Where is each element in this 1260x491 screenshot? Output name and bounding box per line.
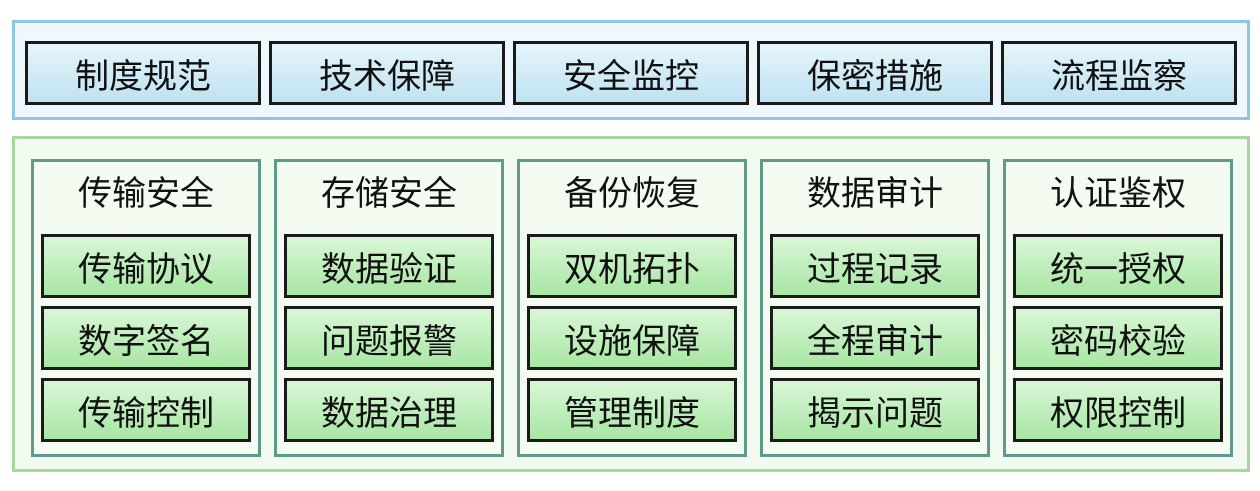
item-box: 传输协议 xyxy=(41,234,251,298)
item-box: 过程记录 xyxy=(770,234,980,298)
column-data-audit: 数据审计 过程记录 全程审计 揭示问题 xyxy=(760,159,990,457)
item-box: 揭示问题 xyxy=(770,378,980,442)
item-box: 权限控制 xyxy=(1013,378,1223,442)
column-authentication: 认证鉴权 统一授权 密码校验 权限控制 xyxy=(1003,159,1233,457)
item-box: 数据验证 xyxy=(284,234,494,298)
top-box-process-inspection: 流程监察 xyxy=(1001,41,1237,105)
item-box: 全程审计 xyxy=(770,306,980,370)
item-box: 数字签名 xyxy=(41,306,251,370)
item-box: 密码校验 xyxy=(1013,306,1223,370)
column-title: 存储安全 xyxy=(321,174,457,214)
item-box: 管理制度 xyxy=(527,378,737,442)
top-box-security-monitoring: 安全监控 xyxy=(513,41,749,105)
item-box: 传输控制 xyxy=(41,378,251,442)
column-title: 认证鉴权 xyxy=(1050,174,1186,214)
item-box: 设施保障 xyxy=(527,306,737,370)
top-band: 制度规范 技术保障 安全监控 保密措施 流程监察 xyxy=(12,20,1250,120)
item-box: 数据治理 xyxy=(284,378,494,442)
item-box: 问题报警 xyxy=(284,306,494,370)
top-box-confidentiality: 保密措施 xyxy=(757,41,993,105)
column-title: 数据审计 xyxy=(807,174,943,214)
item-box: 统一授权 xyxy=(1013,234,1223,298)
column-backup-recovery: 备份恢复 双机拓扑 设施保障 管理制度 xyxy=(517,159,747,457)
top-box-technical-support: 技术保障 xyxy=(269,41,505,105)
bottom-panel: 传输安全 传输协议 数字签名 传输控制 存储安全 数据验证 问题报警 数据治理 … xyxy=(12,136,1250,472)
column-transmission-security: 传输安全 传输协议 数字签名 传输控制 xyxy=(31,159,261,457)
top-box-regulations: 制度规范 xyxy=(25,41,261,105)
item-box: 双机拓扑 xyxy=(527,234,737,298)
column-title: 传输安全 xyxy=(78,174,214,214)
column-title: 备份恢复 xyxy=(564,174,700,214)
column-storage-security: 存储安全 数据验证 问题报警 数据治理 xyxy=(274,159,504,457)
